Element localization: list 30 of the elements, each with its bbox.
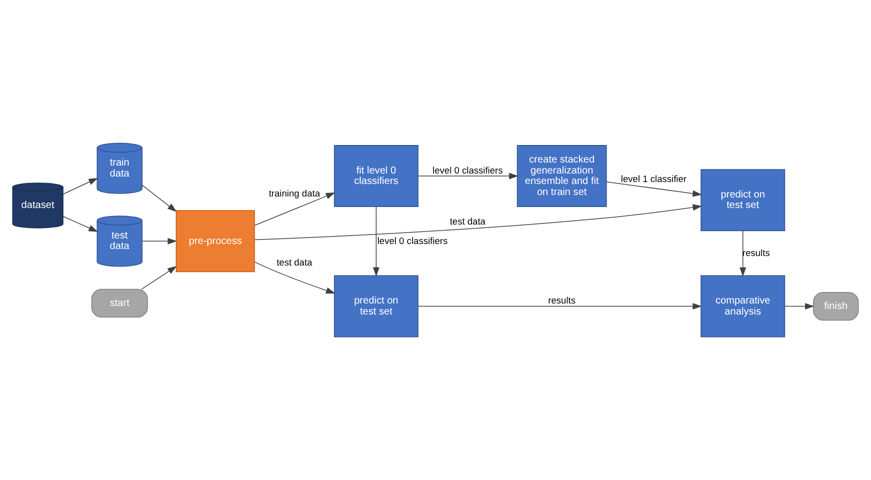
arrow xyxy=(784,303,814,310)
node-box: comparative analysis xyxy=(700,275,786,338)
edge-label: level 0 classifiers xyxy=(432,165,503,176)
arrow xyxy=(606,182,702,197)
arrow xyxy=(142,184,177,212)
edge-label: results xyxy=(548,296,576,306)
edge-label: level 0 classifiers xyxy=(377,236,448,246)
arrow xyxy=(62,178,98,195)
edge-label: test data xyxy=(276,258,312,268)
node-box: fit level 0 classifiers xyxy=(334,145,418,208)
arrow xyxy=(142,238,178,244)
arrow xyxy=(418,303,702,310)
edge-label: results xyxy=(742,248,770,258)
node-box: predict on test set xyxy=(700,169,786,232)
arrow xyxy=(254,192,336,226)
arrow xyxy=(418,172,518,180)
arrow xyxy=(740,230,746,277)
arrow xyxy=(372,206,380,277)
node-box: start xyxy=(91,288,148,318)
arrow xyxy=(254,204,702,240)
arrow xyxy=(62,216,98,232)
node-box: finish xyxy=(813,292,859,321)
edge-label: training data xyxy=(268,188,320,199)
node-box: pre-process xyxy=(176,210,255,272)
node-box: predict on test set xyxy=(334,275,418,338)
arrow xyxy=(141,266,177,290)
edge-label: level 1 classifier xyxy=(620,174,687,184)
node-box: create stacked generalization ensemble and fit on train set xyxy=(516,145,607,208)
arrow xyxy=(254,262,336,294)
edge-label: test data xyxy=(450,216,486,227)
